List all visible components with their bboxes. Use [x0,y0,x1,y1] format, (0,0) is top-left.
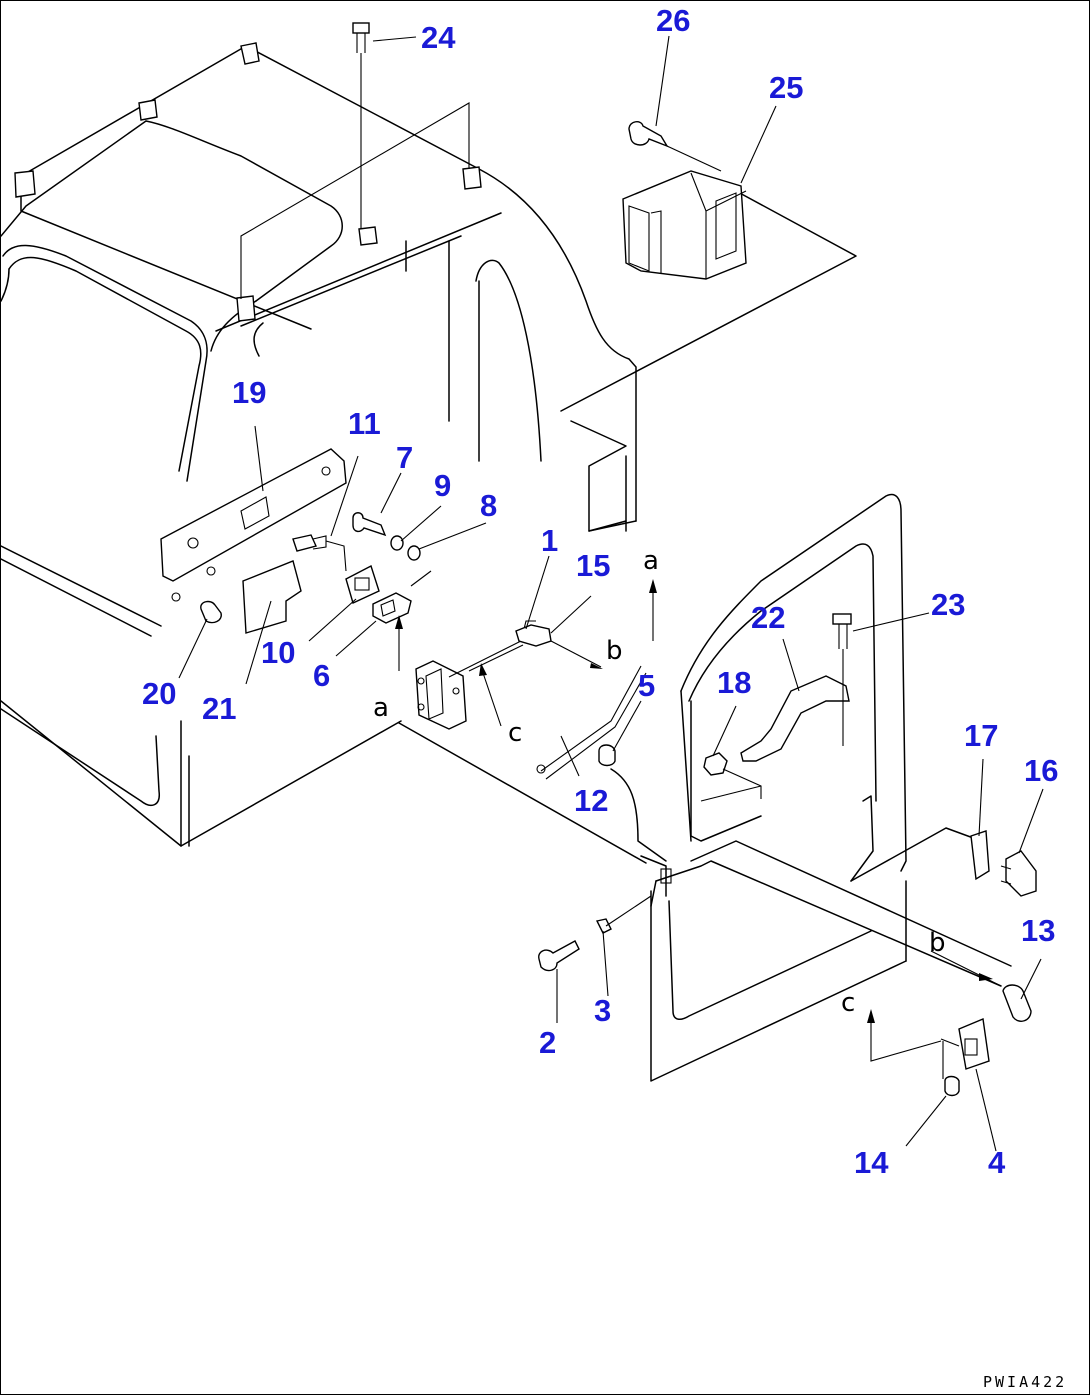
connector-b-lower: b [929,928,946,958]
callout-17: 17 [964,718,998,753]
callout-14: 14 [854,1145,889,1180]
callout-5: 5 [638,668,655,703]
callout-18: 18 [717,665,751,700]
callout-20: 20 [142,676,176,711]
bolt-24 [352,22,417,229]
callout-1: 1 [541,523,558,558]
roof-mounts [14,42,482,322]
connector-c-upper: c [508,718,522,748]
callout-16: 16 [1024,753,1058,788]
callout-22: 22 [751,600,785,635]
callout-7: 7 [396,440,413,475]
drawing-code: PWIA422 [983,1373,1067,1391]
callout-4: 4 [988,1145,1006,1180]
connector-letters: a b c a b c [373,546,946,1018]
callout-2: 2 [539,1025,556,1060]
connector-c-lower: c [841,988,855,1018]
callout-26: 26 [656,3,690,38]
callout-19: 19 [232,375,266,410]
lock-plate-assembly [160,448,432,671]
cab-body [1,45,857,864]
callout-8: 8 [480,488,497,523]
callout-15: 15 [576,548,610,583]
connector-a-left: a [373,693,389,723]
callout-23: 23 [931,587,965,622]
callout-3: 3 [594,993,611,1028]
part-25-26 [622,121,747,280]
callout-9: 9 [434,468,451,503]
callout-11: 11 [348,406,381,441]
callout-labels: 1 2 3 4 5 6 7 8 9 10 11 12 13 14 15 16 1… [142,3,1058,1180]
connector-b-upper: b [606,636,623,666]
door [538,493,1037,1097]
callout-24: 24 [421,20,456,55]
callout-10: 10 [261,635,295,670]
callout-13: 13 [1021,913,1055,948]
callout-12: 12 [574,783,608,818]
leader-lines [178,35,1044,1152]
door-lock-assembly [415,579,657,780]
callout-25: 25 [769,70,803,105]
callout-21: 21 [202,691,236,726]
connector-a-right: a [643,546,659,576]
callout-6: 6 [313,658,330,693]
